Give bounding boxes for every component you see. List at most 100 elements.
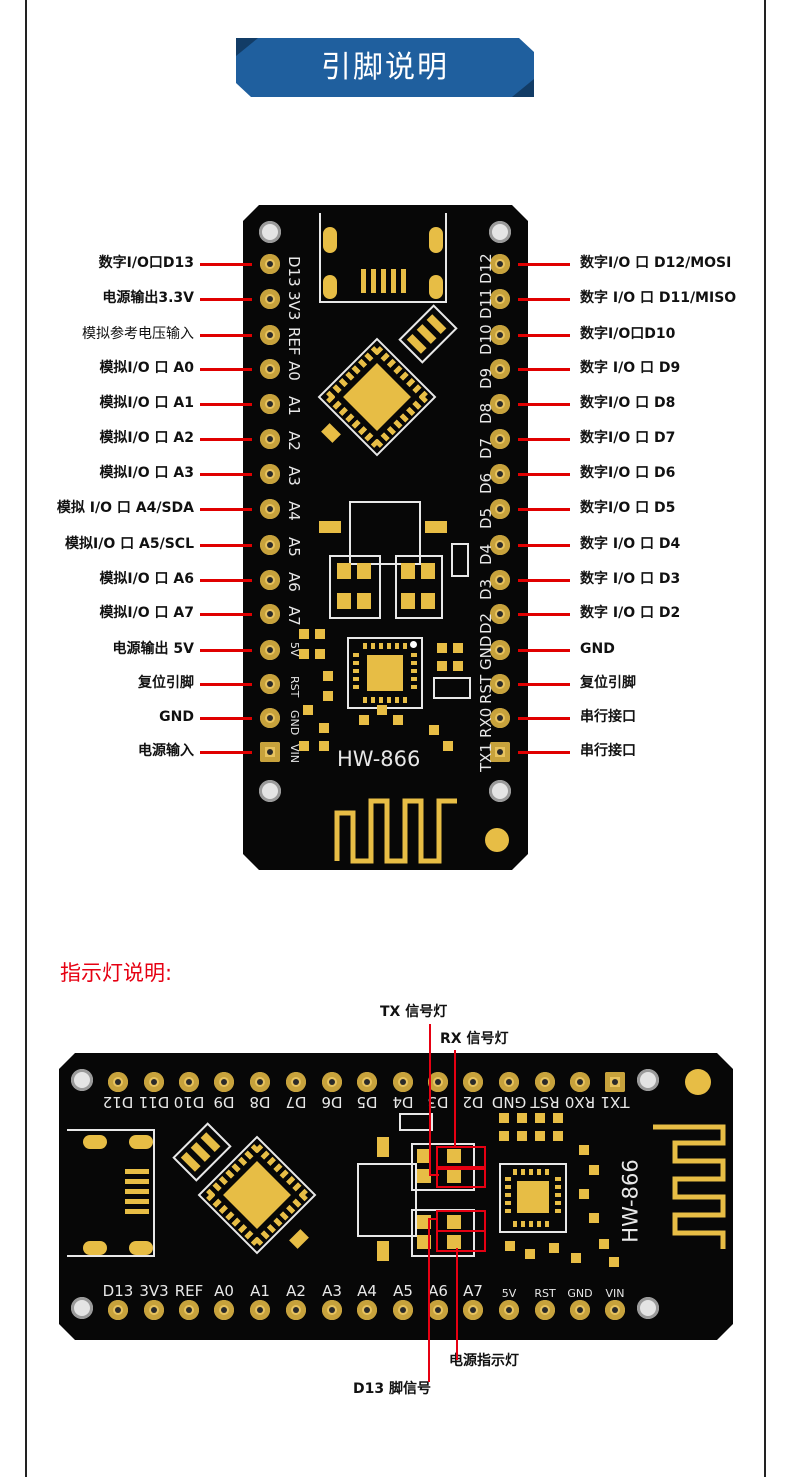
pin-label-gnd: GND: [159, 709, 194, 725]
pin-pad: [490, 674, 510, 694]
usb-connector: [319, 213, 447, 303]
smd-part: [451, 543, 469, 577]
usb-serial-chip: [499, 1163, 567, 1233]
title-banner: 引脚说明: [236, 38, 534, 97]
resistor-array: [398, 304, 458, 364]
leader-line: [200, 368, 252, 371]
leader-line: [200, 403, 252, 406]
pin-silk-label: A2: [285, 431, 303, 451]
pin-silk-label: A5: [285, 537, 303, 557]
pin-pad: [260, 359, 280, 379]
pin-label-d3: 数字 I/O 口 D3: [580, 571, 681, 587]
usb-connector: [67, 1129, 155, 1257]
d13-led-highlight: [436, 1210, 486, 1232]
pin-pad: [250, 1300, 270, 1320]
pin-pad: [357, 1300, 377, 1320]
pin-pad: [260, 570, 280, 590]
pin-silk-label: D2: [477, 612, 495, 634]
smd-pad: [579, 1145, 589, 1155]
mounting-hole: [637, 1297, 659, 1319]
mounting-hole: [71, 1069, 93, 1091]
pin-silk-label: D2: [462, 1093, 484, 1111]
leader-line: [518, 298, 570, 301]
leader-line: [518, 334, 570, 337]
pin-silk-label: D10: [173, 1093, 205, 1111]
smd-pad: [299, 629, 309, 639]
pin-silk-label: D12: [102, 1093, 134, 1111]
pin-pad: [260, 742, 280, 762]
smd-pad: [377, 1137, 389, 1157]
pin-pad: [286, 1300, 306, 1320]
leader-line: [200, 473, 252, 476]
usb-pad: [323, 227, 337, 253]
leader-line: [518, 508, 570, 511]
pin-silk-label: D10: [477, 324, 495, 355]
smd-pad: [429, 725, 439, 735]
pin-pad: [605, 1300, 625, 1320]
tx-led-highlight: [436, 1146, 486, 1170]
pin-pad: [286, 1072, 306, 1092]
pin-pad: [108, 1072, 128, 1092]
leader-line: [518, 717, 570, 720]
rx-led-label: RX 信号灯: [440, 1031, 509, 1047]
usb-pin: [371, 269, 376, 293]
pin-silk-label: D9: [477, 367, 495, 389]
pin-silk-label: 5V: [288, 642, 301, 657]
leader-line: [518, 613, 570, 616]
pin-silk-label: D8: [249, 1093, 271, 1111]
smd-pad: [377, 705, 387, 715]
leader-line: [200, 649, 252, 652]
pin-label-d10: 数字I/O口D10: [580, 326, 676, 342]
pin-silk-label: 3V3: [139, 1282, 169, 1300]
pin-silk-label: TX1: [600, 1093, 630, 1111]
smd-pad: [303, 705, 313, 715]
pin-pad: [144, 1072, 164, 1092]
pin-silk-label: A7: [463, 1282, 483, 1300]
pin-pad: [260, 464, 280, 484]
usb-serial-chip: [347, 637, 423, 709]
smd-pad: [425, 521, 447, 533]
leader-line: [518, 683, 570, 686]
pin-pad: [322, 1300, 342, 1320]
rx-led-highlight: [436, 1166, 486, 1188]
usb-pad: [429, 275, 443, 299]
board-top-view: HW-866: [243, 205, 528, 870]
usb-pins: [125, 1169, 149, 1219]
pin-label-d7: 数字I/O 口 D7: [580, 430, 676, 446]
smd-pad: [299, 741, 309, 751]
pin-label-d4: 数字 I/O 口 D4: [580, 536, 681, 552]
smd-pad: [393, 715, 403, 725]
pin-silk-label: A1: [285, 396, 303, 416]
mounting-hole: [71, 1297, 93, 1319]
smd-pad: [517, 1131, 527, 1141]
pin-pad: [490, 429, 510, 449]
pin-label-a4: 模拟 I/O 口 A4/SDA: [56, 500, 194, 516]
leader-line: [200, 438, 252, 441]
smd-pad: [323, 671, 333, 681]
usb-pin: [381, 269, 386, 293]
pin-silk-label: RX0: [564, 1093, 596, 1111]
smd-pad: [315, 629, 325, 639]
pin-pad: [463, 1072, 483, 1092]
smd-pad: [319, 741, 329, 751]
pin-pad: [490, 570, 510, 590]
pin-pad: [490, 394, 510, 414]
smd-pad: [571, 1253, 581, 1263]
pin-silk-label: D3: [427, 1093, 449, 1111]
pin-label-5v: 电源输出 5V: [112, 641, 194, 657]
pin-pad: [214, 1300, 234, 1320]
indicator-section-title: 指示灯说明:: [60, 961, 173, 985]
leader-line: [200, 298, 252, 301]
pin-pad: [499, 1300, 519, 1320]
pin-silk-label: D6: [321, 1093, 343, 1111]
pin-pad: [490, 640, 510, 660]
pin-pad: [322, 1072, 342, 1092]
pin-silk-label: A5: [393, 1282, 413, 1300]
smd-pad: [525, 1249, 535, 1259]
pin-pad: [393, 1072, 413, 1092]
mounting-hole: [259, 221, 281, 243]
leader-line: [518, 438, 570, 441]
leader-line: [518, 263, 570, 266]
mounting-hole: [489, 221, 511, 243]
board-model-label: HW-866: [618, 1159, 643, 1243]
